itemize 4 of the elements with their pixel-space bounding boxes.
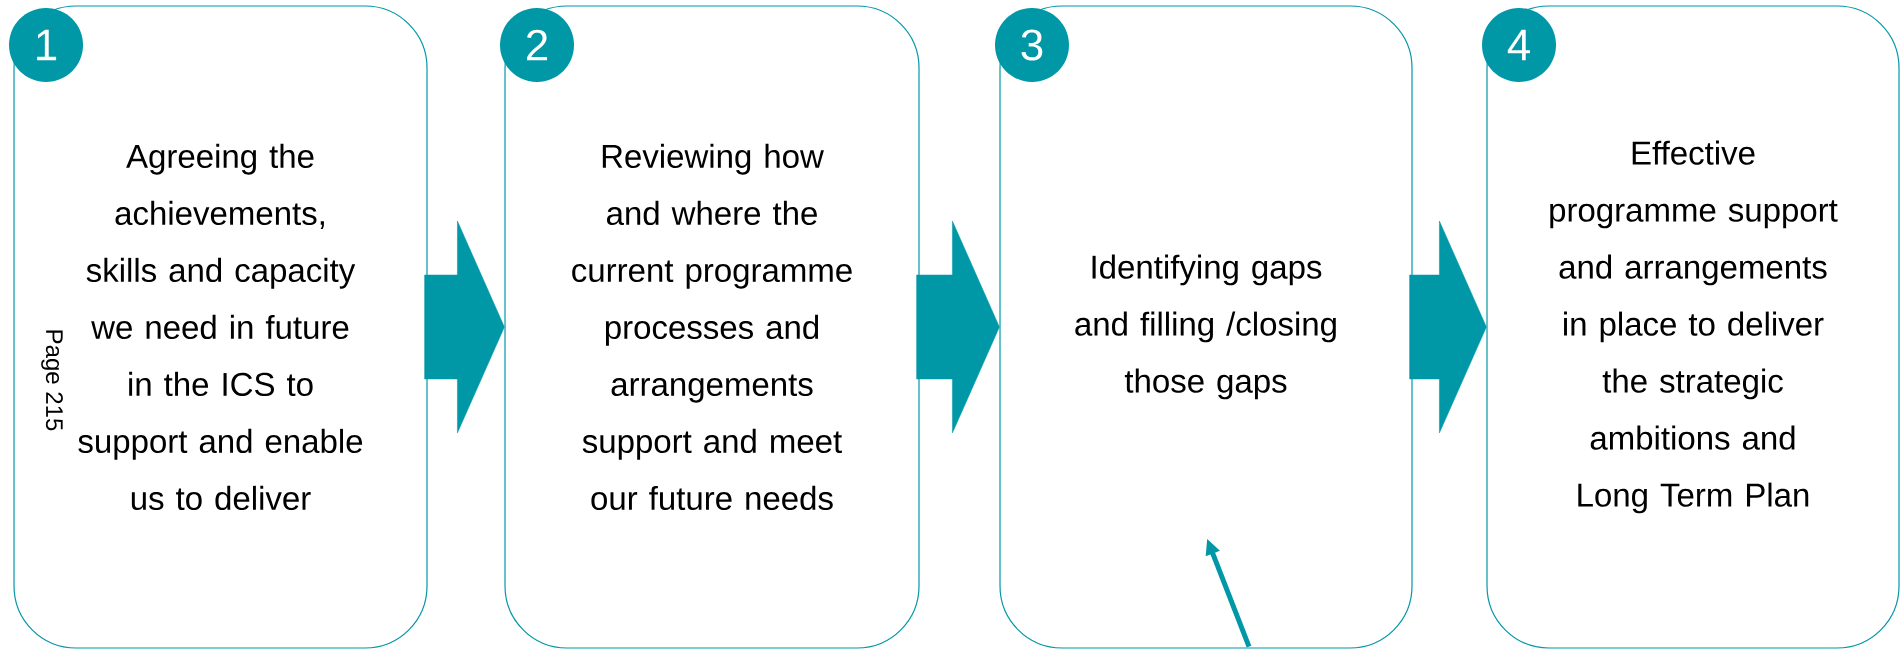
page-number: Page 215 (41, 330, 63, 431)
block-arrow (424, 220, 505, 434)
block-arrow (1409, 220, 1487, 434)
block-arrow (916, 220, 1000, 434)
